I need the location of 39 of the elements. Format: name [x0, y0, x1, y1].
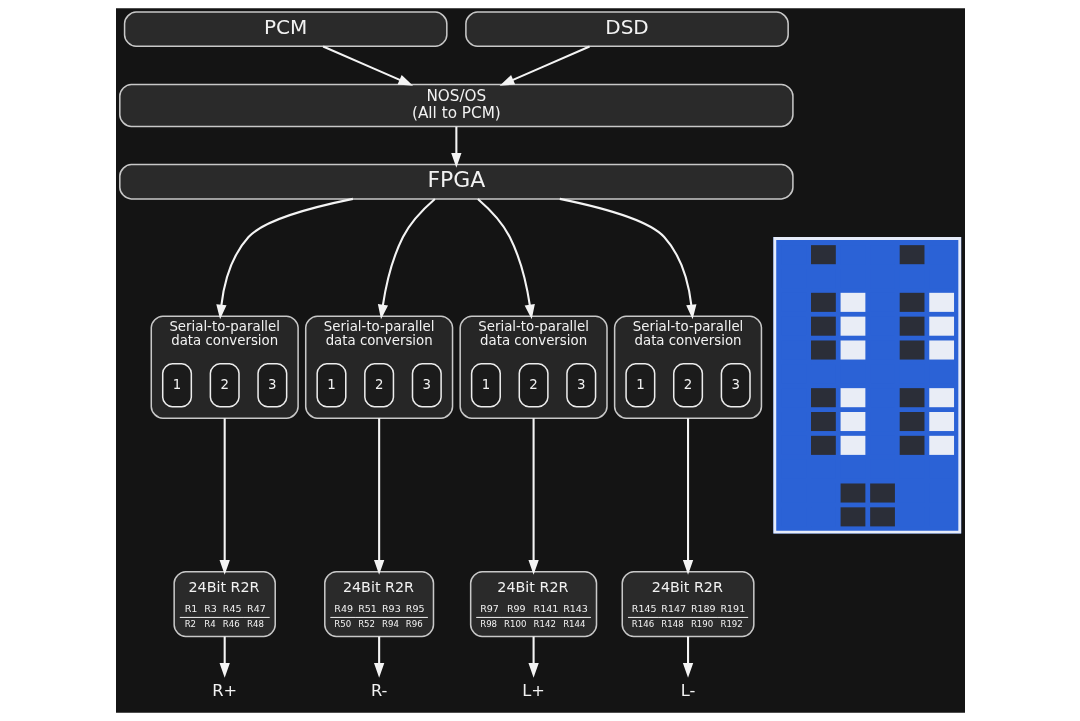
node-box: 3 [256, 363, 287, 408]
node-box: 3 [565, 363, 596, 408]
node-box: DSD [464, 11, 789, 48]
node-box: 2 [209, 363, 240, 408]
node-box: 24Bit R2R R1 R3 R45 R47 R2 R4 R46 R48 [172, 570, 276, 638]
node-box: 3 [720, 363, 751, 408]
arrow [559, 197, 696, 320]
arrow [377, 198, 436, 320]
node-box: 1 [624, 363, 655, 408]
node-box: 1 [315, 363, 347, 408]
arrow [499, 45, 590, 86]
node-box: 2 [518, 363, 549, 408]
node-box: 3 [411, 363, 442, 408]
arrow [373, 418, 384, 575]
arrow [215, 197, 353, 320]
arrow [527, 636, 539, 678]
node-box: 1 [161, 363, 192, 408]
node-text: L- [680, 680, 695, 700]
node-box: FPGA [118, 163, 794, 200]
node-box: NOS/OS (All to PCM) [118, 83, 794, 128]
node-box: 24Bit R2R R49 R51 R93 R95 R50 R52 R94 R96 [323, 570, 434, 638]
node-text: R+ [211, 680, 237, 700]
node-box: 1 [470, 363, 501, 408]
node-box: 2 [363, 363, 394, 408]
arrow [476, 198, 535, 320]
node-box: PCM [123, 11, 448, 48]
node-box: 24Bit R2R R97 R99 R141 R143 R98 R100 R142 R144 [469, 570, 597, 638]
arrow [219, 418, 230, 575]
arrow [219, 636, 230, 678]
arrow [450, 126, 461, 168]
node-text: L+ [521, 680, 545, 700]
arrow [682, 636, 693, 678]
node-box: 24Bit R2R R145 R147 R189 R191 R146 R148 R190 R192 [621, 570, 755, 638]
arrow [682, 418, 693, 575]
node-box: 2 [672, 363, 703, 408]
arrow [322, 45, 413, 86]
arrow [373, 636, 384, 678]
node-text: R- [370, 680, 387, 700]
arrow [527, 418, 539, 575]
